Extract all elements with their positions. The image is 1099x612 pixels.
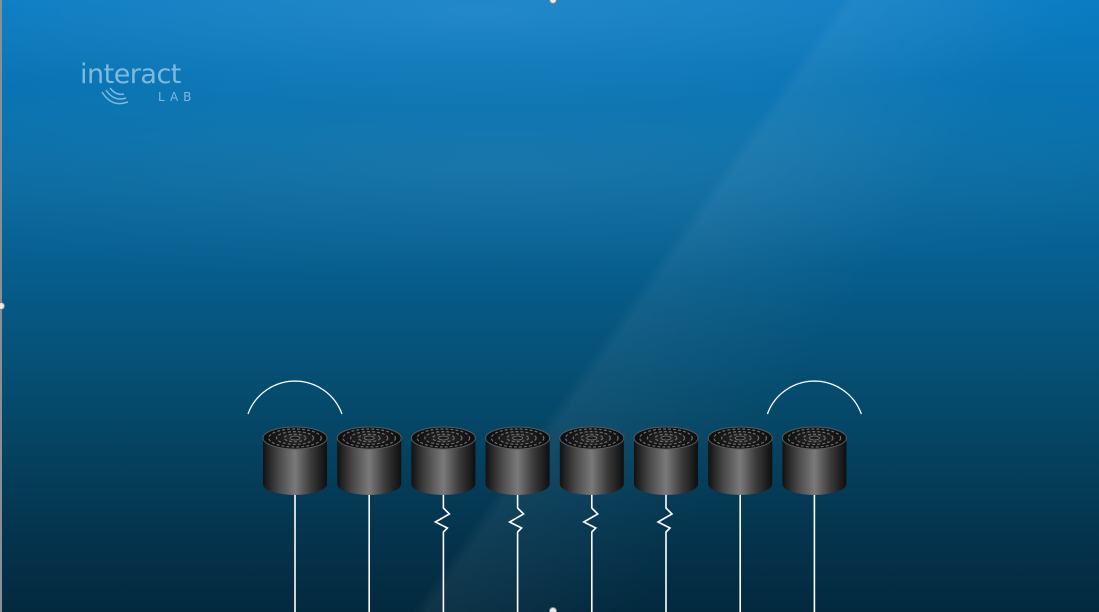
mesh-center-5 bbox=[586, 435, 598, 441]
mesh-ring-6-2 bbox=[654, 433, 678, 443]
mesh-ring-7-2 bbox=[728, 433, 752, 443]
mesh-center-2 bbox=[363, 435, 375, 441]
mesh-ring-4-1 bbox=[498, 431, 537, 445]
mesh-center-8 bbox=[809, 435, 820, 441]
logo-subtitle: LAB bbox=[158, 90, 197, 104]
sound-wave-arc-1 bbox=[247, 380, 343, 415]
transducer-body-7 bbox=[708, 438, 773, 495]
mesh-ring-1-2 bbox=[283, 433, 307, 443]
resize-handle-bottom[interactable] bbox=[549, 607, 557, 612]
mesh-ring-7-0 bbox=[713, 428, 768, 448]
mesh-center-7 bbox=[734, 435, 746, 441]
mesh-center-4 bbox=[512, 435, 523, 441]
mesh-ring-2-1 bbox=[350, 431, 389, 445]
mesh-ring-1-0 bbox=[268, 428, 322, 448]
transducer-body-8 bbox=[782, 438, 847, 495]
transducer-body-4 bbox=[485, 438, 550, 495]
mesh-ring-8-0 bbox=[787, 428, 842, 448]
signal-waves-icon bbox=[101, 87, 129, 105]
mesh-ring-4-2 bbox=[506, 433, 530, 443]
transducer-body-1 bbox=[263, 438, 327, 495]
mesh-ring-4-0 bbox=[490, 428, 545, 448]
logo-name: interact bbox=[80, 59, 181, 90]
resize-handle-left[interactable] bbox=[0, 302, 5, 310]
mesh-ring-6-1 bbox=[646, 431, 686, 445]
wire-5 bbox=[582, 495, 600, 612]
mesh-center-1 bbox=[289, 435, 301, 441]
wire-3 bbox=[433, 495, 451, 612]
mesh-ring-6-0 bbox=[639, 428, 693, 448]
interact-lab-logo: interact LAB bbox=[80, 60, 195, 106]
mesh-ring-3-1 bbox=[424, 431, 463, 445]
wire-4 bbox=[507, 495, 525, 612]
transducer-body-6 bbox=[634, 438, 698, 495]
transducer-body-3 bbox=[411, 438, 476, 495]
mesh-ring-8-1 bbox=[795, 431, 834, 445]
mesh-ring-8-2 bbox=[802, 433, 826, 443]
mesh-center-6 bbox=[660, 435, 672, 441]
mesh-ring-5-0 bbox=[564, 428, 619, 448]
mesh-ring-5-2 bbox=[580, 433, 604, 443]
mesh-ring-2-2 bbox=[357, 433, 381, 443]
sound-wave-arc-8 bbox=[766, 380, 863, 415]
mesh-ring-2-0 bbox=[342, 428, 397, 448]
mesh-ring-1-1 bbox=[275, 431, 315, 445]
mesh-ring-3-2 bbox=[431, 433, 455, 443]
mesh-ring-7-1 bbox=[721, 431, 760, 445]
mesh-ring-5-1 bbox=[572, 431, 611, 445]
mesh-center-3 bbox=[437, 435, 449, 441]
wire-6 bbox=[656, 495, 674, 612]
transducer-body-5 bbox=[559, 438, 624, 495]
transducer-body-2 bbox=[337, 438, 402, 495]
mesh-ring-3-0 bbox=[416, 428, 471, 448]
